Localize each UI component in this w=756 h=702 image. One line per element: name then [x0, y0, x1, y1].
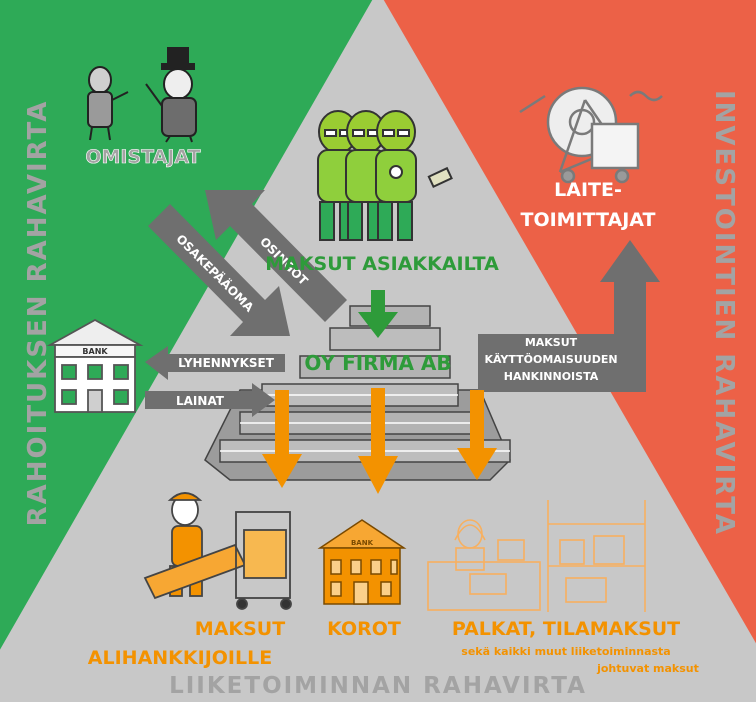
interest-outflow-arrow [358, 388, 398, 494]
interest-label: KOROT [327, 618, 401, 640]
company-label: OY FIRMA AB [304, 351, 451, 375]
customer-inflow-arrow [358, 290, 398, 338]
small-bank-sign: BANK [351, 539, 374, 547]
investment-label-line3: HANKINNOISTA [504, 370, 599, 383]
repayments-arrow-label: LYHENNYKSET [178, 356, 275, 370]
operating-cash-flow-label: LIIKETOIMINNAN RAHAVIRTA [169, 673, 587, 699]
investing-cash-flow-label: INVESTOINTIEN RAHAVIRTA [709, 90, 739, 536]
bank-illustration [46, 318, 144, 413]
owners-illustration [87, 47, 197, 143]
equity-arrow [148, 204, 290, 336]
other-payments-label-line2: johtuvat maksut [596, 662, 699, 675]
dividends-arrow [205, 190, 347, 322]
subcontractors-label-line1: MAKSUT [195, 618, 285, 640]
subcontractors-label-line2: ALIHANKKIJOILLE [88, 647, 272, 669]
small-bank-illustration [317, 519, 407, 605]
other-payments-label-line1: sekä kaikki muut liiketoiminnasta [461, 645, 670, 658]
loans-arrow [145, 383, 275, 417]
loans-arrow-label: LAINAT [176, 394, 225, 408]
owners-label: OMISTAJAT [85, 146, 200, 168]
equipment-illustration [519, 86, 663, 184]
suppliers-label-line2: TOIMITTAJAT [520, 209, 655, 231]
customers-illustration [317, 110, 453, 241]
bank-sign: BANK [82, 347, 108, 356]
investment-arrow [478, 240, 660, 392]
investment-label-line1: MAKSUT [525, 336, 578, 349]
subcontractor-outflow-arrow [262, 390, 302, 488]
subcontractor-illustration [143, 492, 292, 610]
wages-label: PALKAT, TILAMAKSUT [452, 618, 680, 640]
customer-payments-label: MAKSUT ASIAKKAILTA [265, 253, 499, 275]
wages-outflow-arrow [457, 390, 497, 480]
financing-cash-flow-label: RAHOITUKSEN RAHAVIRTA [23, 100, 53, 527]
office-illustration [427, 500, 646, 612]
investment-label-line2: KÄYTTÖOMAISUUDEN [484, 352, 617, 366]
suppliers-label-line1: LAITE- [554, 179, 622, 201]
repayments-arrow [145, 346, 285, 380]
